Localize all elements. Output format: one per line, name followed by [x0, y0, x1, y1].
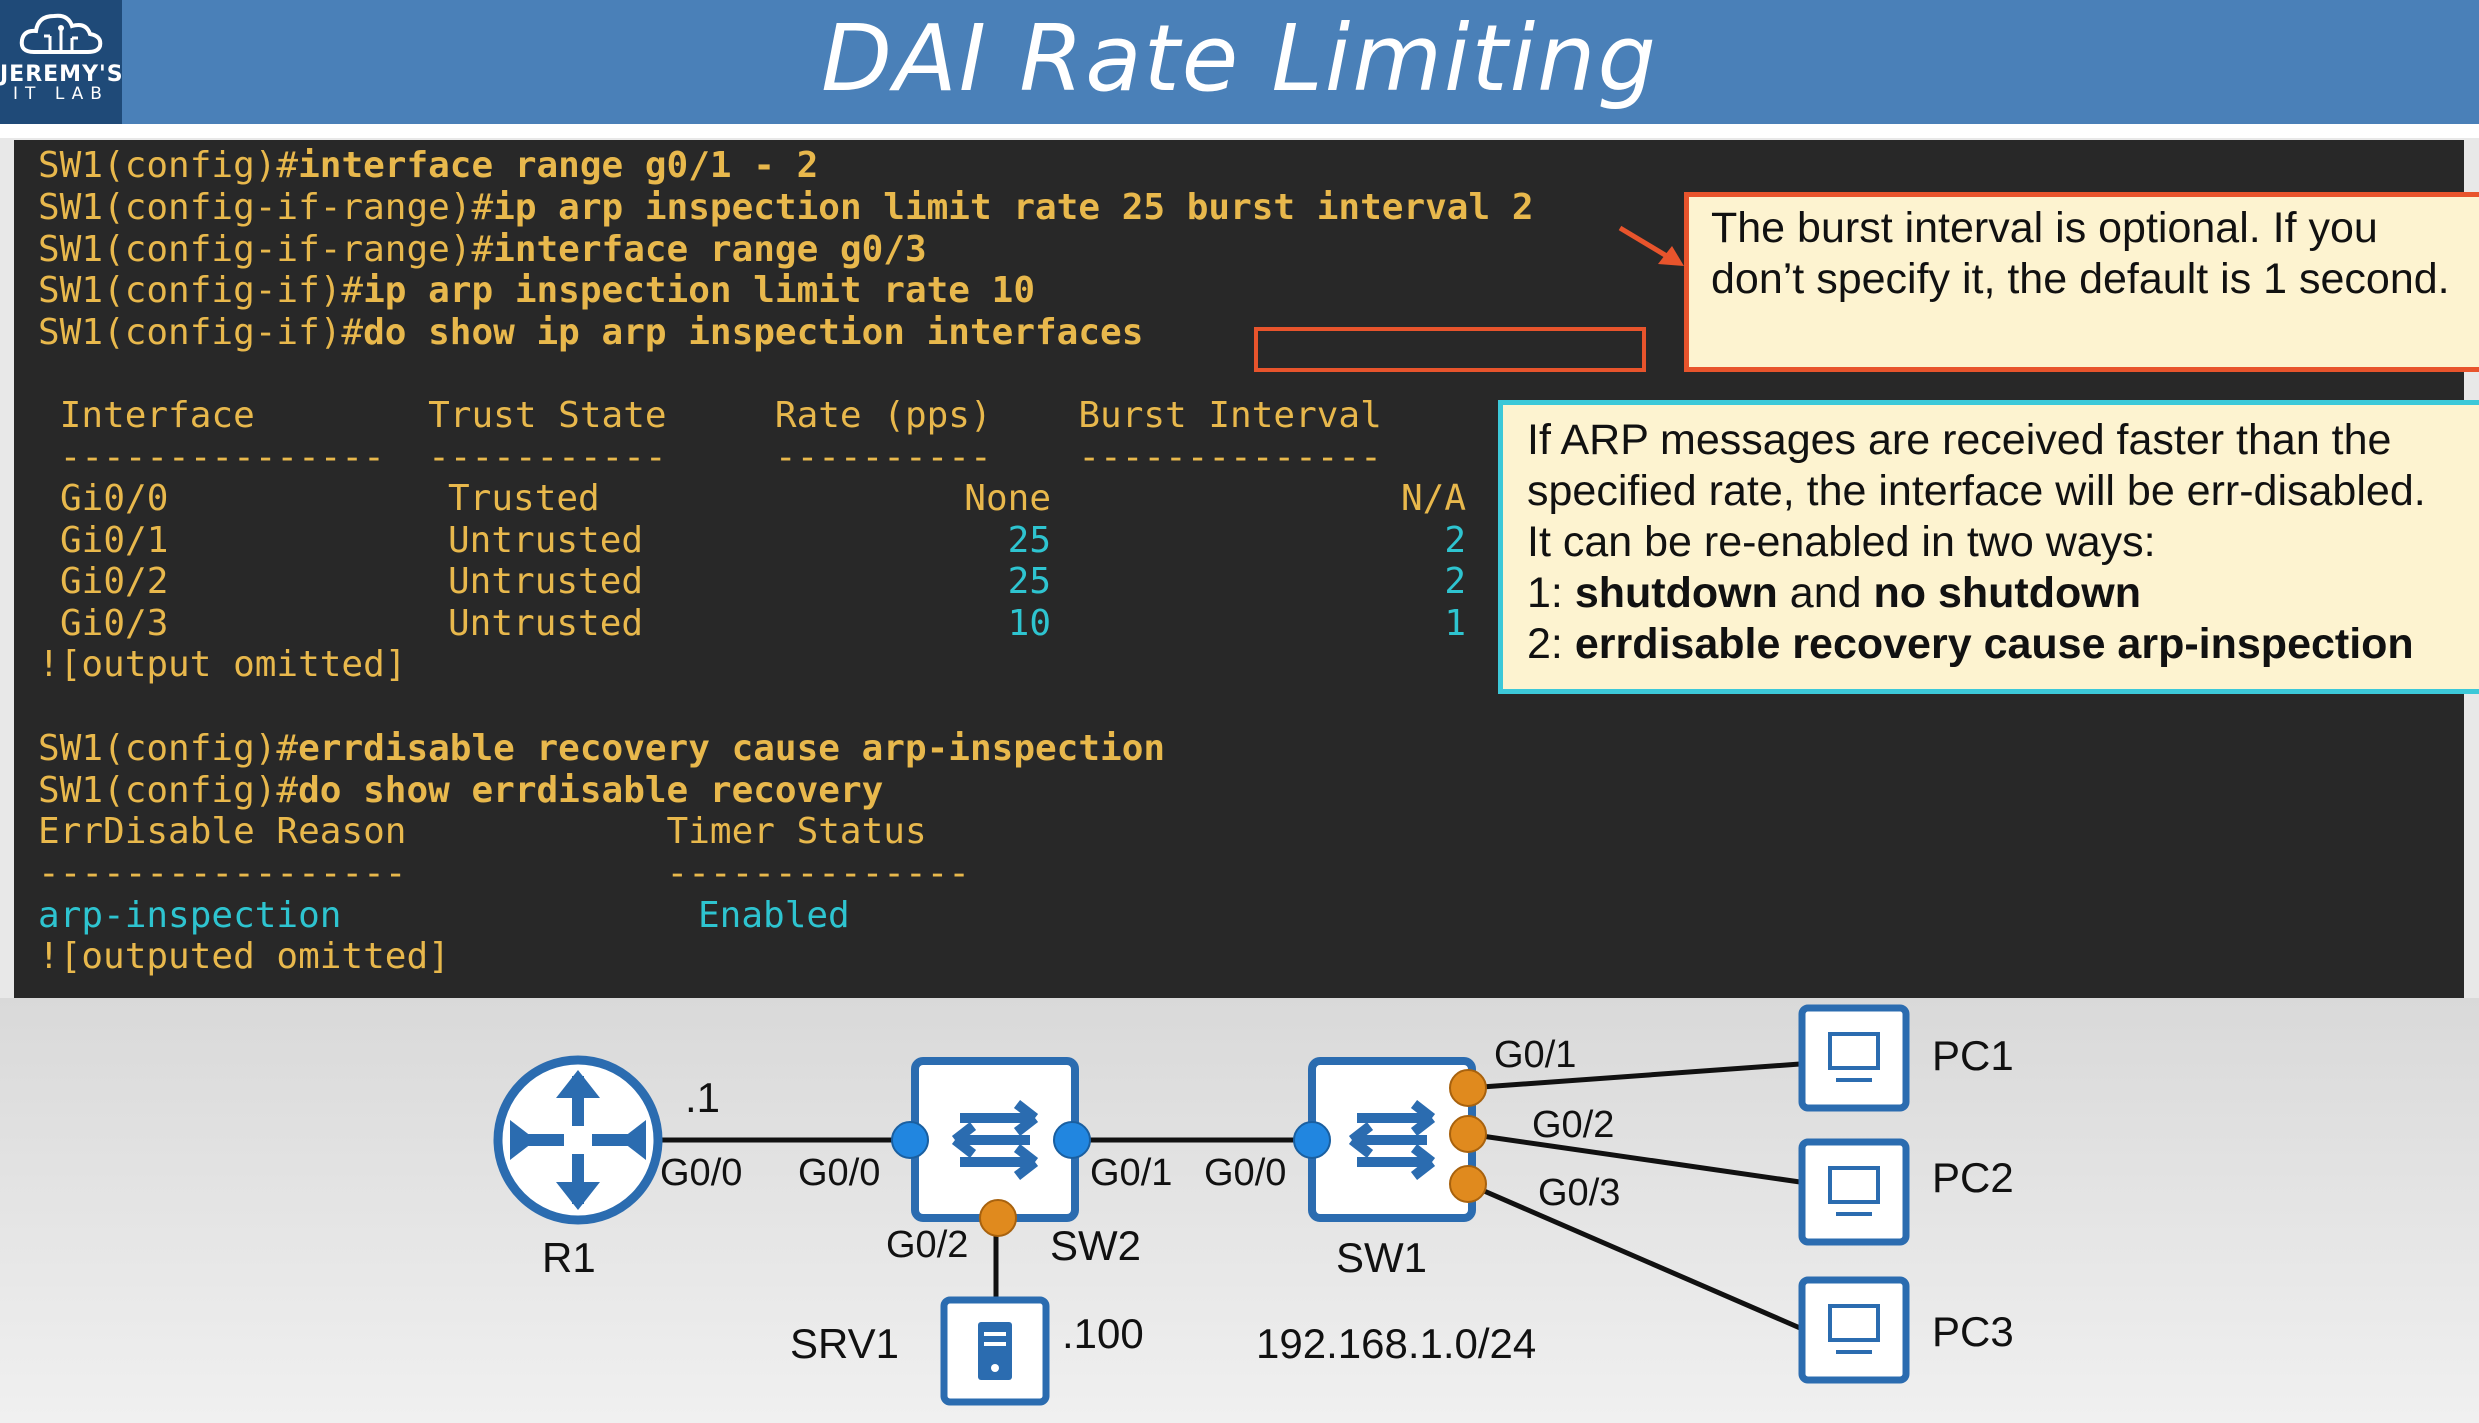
sw1-port-sw2-label: G0/0 — [1204, 1152, 1287, 1194]
highlighted-burst-interval: burst interval 2 — [1186, 187, 1534, 228]
port-dot-untrusted — [979, 1199, 1017, 1237]
slide-title: DAI Rate Limiting — [821, 5, 1658, 112]
link-sw1-pc1 — [1467, 1061, 1801, 1091]
pc-icon-pc2 — [1798, 1138, 1910, 1246]
r1-ip-label: .1 — [685, 1074, 721, 1121]
sw1-port-pc3-label: G0/3 — [1538, 1172, 1621, 1214]
callout-err-option-2: 2: errdisable recovery cause arp-inspect… — [1527, 620, 2414, 668]
recovery-divider: ----------------- -------------- — [38, 853, 970, 894]
srv1-label: SRV1 — [790, 1320, 899, 1367]
cli-line-2: SW1(config-if-range)#ip arp inspection l… — [38, 187, 1534, 228]
cli-line-5: SW1(config-if)#do show ip arp inspection… — [38, 312, 1144, 353]
terminal-output: SW1(config)#interface range g0/1 - 2 SW1… — [14, 140, 2464, 998]
pc-icon-pc1 — [1798, 1004, 1910, 1112]
switch-icon-sw2 — [911, 1057, 1079, 1222]
logo-text-line2: IT LAB — [13, 84, 109, 104]
header-divider — [0, 124, 2479, 138]
subnet-label: 192.168.1.0/24 — [1256, 1320, 1537, 1367]
table-divider: --------------- ----------- ---------- -… — [38, 437, 1382, 478]
sw1-label: SW1 — [1336, 1234, 1428, 1281]
logo: JEREMY'S IT LAB — [0, 0, 124, 124]
port-dot-untrusted — [1449, 1069, 1487, 1107]
network-topology: .1 G0/0 G0/0 G0/1 G0/0 G0/2 G0/1 G0/2 G0… — [0, 998, 2479, 1423]
pc1-label: PC1 — [1932, 1032, 2014, 1079]
cli-line-4: SW1(config-if)#ip arp inspection limit r… — [38, 270, 1035, 311]
sw2-label: SW2 — [1050, 1222, 1142, 1269]
output-omitted-2: ![outputed omitted] — [38, 936, 450, 977]
cloud-icon — [19, 13, 103, 54]
server-icon — [940, 1296, 1050, 1406]
output-omitted-1: ![output omitted] — [38, 644, 407, 685]
pc-icon-pc3 — [1798, 1276, 1910, 1384]
router-icon — [493, 1055, 663, 1225]
header-bar: JEREMY'S IT LAB DAI Rate Limiting — [0, 0, 2479, 124]
callout-err-option-1: 1: shutdown and no shutdown — [1527, 569, 2141, 617]
logo-text-line1: JEREMY'S — [0, 62, 124, 87]
topology-diagram — [0, 998, 2479, 1423]
cli-line-show-recovery: SW1(config)#do show errdisable recovery — [38, 770, 884, 811]
sw1-port-pc2-label: G0/2 — [1532, 1104, 1615, 1146]
sw2-port-srv-label: G0/2 — [886, 1224, 969, 1266]
callout-err-disabled: If ARP messages are received faster than… — [1498, 400, 2479, 694]
port-dot-untrusted — [1449, 1115, 1487, 1153]
callout-arrow-icon — [1618, 225, 1684, 266]
r1-label: R1 — [542, 1234, 596, 1281]
r1-port-label: G0/0 — [660, 1152, 743, 1194]
port-dot-trusted — [1293, 1121, 1331, 1159]
sw2-port-sw1-label: G0/1 — [1090, 1152, 1173, 1194]
cli-line-3: SW1(config-if-range)#interface range g0/… — [38, 229, 927, 270]
pc2-label: PC2 — [1932, 1154, 2014, 1201]
pc3-label: PC3 — [1932, 1308, 2014, 1355]
table-header: Interface Trust State Rate (pps) Burst I… — [38, 395, 1382, 436]
highlight-box — [1254, 327, 1646, 372]
port-dot-untrusted — [1449, 1165, 1487, 1203]
cli-line-1: SW1(config)#interface range g0/1 - 2 — [38, 145, 819, 186]
link-sw1-pc3 — [1467, 1181, 1801, 1331]
cli-line-recovery: SW1(config)#errdisable recovery cause ar… — [38, 728, 1166, 769]
switch-icon-sw1 — [1308, 1057, 1476, 1222]
callout-burst-interval: The burst interval is optional. If you d… — [1684, 192, 2479, 372]
port-dot-trusted — [1053, 1121, 1091, 1159]
srv1-ip-label: .100 — [1062, 1310, 1144, 1357]
sw1-port-pc1-label: G0/1 — [1494, 1034, 1577, 1076]
port-dot-trusted — [891, 1121, 929, 1159]
sw2-port-r1-label: G0/0 — [798, 1152, 881, 1194]
recovery-header: ErrDisable Reason Timer Status — [38, 811, 927, 852]
link-sw1-pc2 — [1467, 1131, 1801, 1185]
callout-err-text: If ARP messages are received faster than… — [1527, 416, 2426, 566]
